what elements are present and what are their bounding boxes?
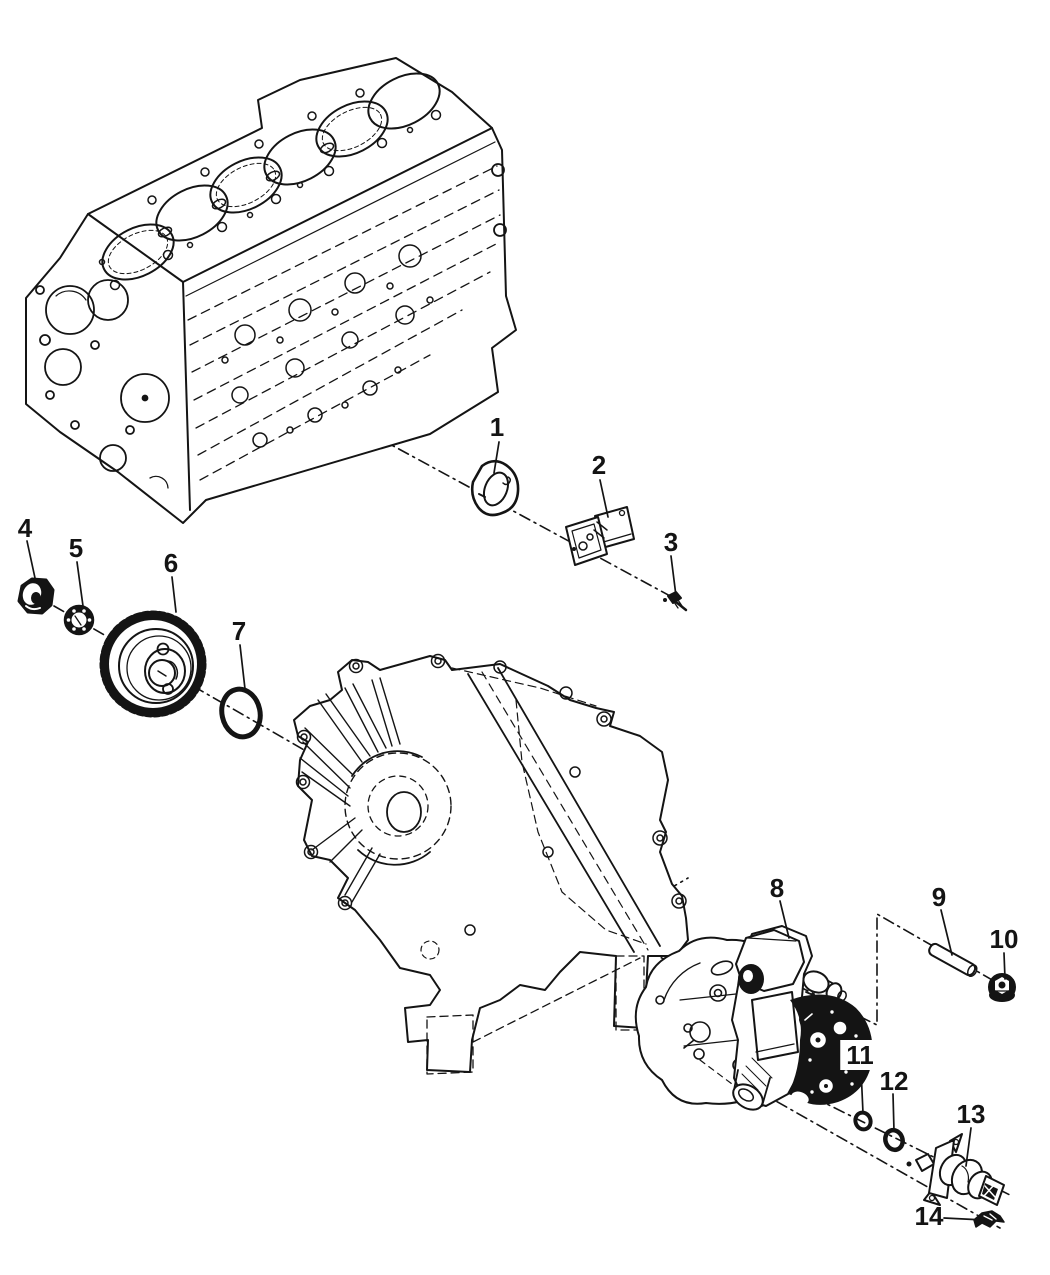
callout-label-14: 14	[914, 1201, 944, 1231]
o-ring-part-7	[217, 686, 264, 741]
engine-block-drawing	[26, 58, 516, 523]
callout-label-5: 5	[68, 533, 84, 563]
callout-label-13: 13	[956, 1099, 986, 1129]
callout-label-1: 1	[489, 412, 505, 442]
callout-label-12: 12	[879, 1066, 909, 1096]
callout-label-7: 7	[231, 616, 247, 646]
fuel-injection-pump-part-8	[636, 926, 873, 1115]
stud-pin-part-9	[927, 942, 978, 978]
callout-label-3: 3	[663, 527, 679, 557]
mounting-bracket-part-2	[566, 507, 634, 565]
callout-label-10: 10	[989, 924, 1019, 954]
callout-label-4: 4	[17, 513, 33, 543]
callout-label-8: 8	[769, 873, 785, 903]
timing-gear-housing-drawing	[294, 655, 688, 1075]
retaining-clip-part-14	[974, 1211, 1004, 1227]
gasket-part-1	[472, 461, 518, 515]
fuel-control-actuator-part-13	[906, 1134, 1005, 1205]
callout-leader-lines	[27, 442, 1005, 1220]
callout-label-6: 6	[163, 548, 179, 578]
screw-part-3	[663, 592, 686, 610]
nut-part-10	[989, 974, 1015, 1001]
callout-label-2: 2	[591, 450, 607, 480]
nut-part-4	[19, 579, 53, 613]
o-ring-part-12	[883, 1128, 906, 1153]
pump-drive-gear-part-6	[104, 615, 202, 713]
o-ring-part-11	[853, 1110, 873, 1131]
callout-label-11: 11	[840, 1040, 880, 1070]
lock-washer-part-5	[65, 606, 93, 634]
callout-label-9: 9	[931, 882, 947, 912]
